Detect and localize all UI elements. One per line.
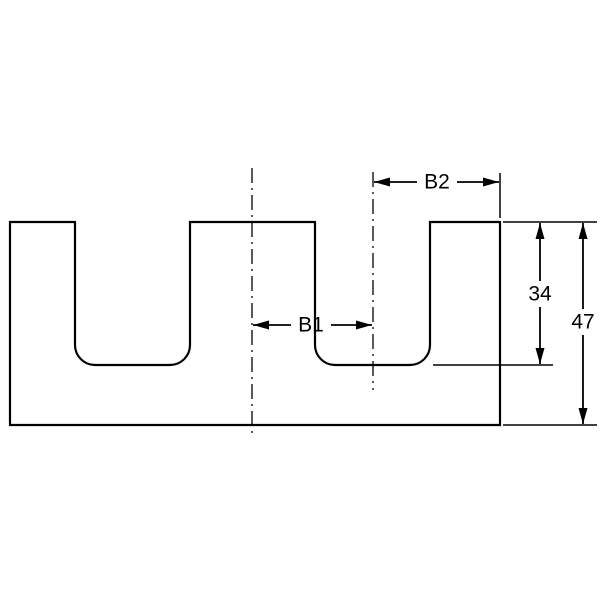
dimension-b2: B2 — [374, 171, 499, 194]
dim-34-arrow-up-icon — [535, 223, 545, 239]
part-outline-group — [8, 220, 502, 427]
dim-b1-arrow-left-icon — [253, 320, 269, 330]
dim-34-arrow-down-icon — [535, 348, 545, 364]
dimension-cutout-depth: 34 — [528, 223, 552, 364]
dim-b2-label: B2 — [424, 171, 450, 194]
dim-b2-arrow-left-icon — [374, 177, 390, 187]
part-outline — [8, 220, 502, 427]
dim-34-label: 34 — [528, 283, 552, 306]
centerlines-group — [251, 168, 374, 437]
dim-47-label: 47 — [571, 311, 594, 334]
extension-lines-group — [433, 173, 597, 426]
dim-b1-label: B1 — [298, 314, 324, 337]
dim-b1-arrow-right-icon — [356, 320, 372, 330]
dim-47-arrow-up-icon — [578, 223, 588, 239]
dim-47-arrow-down-icon — [578, 408, 588, 424]
dimension-total-height: 47 — [571, 223, 595, 424]
dim-b2-arrow-right-icon — [483, 177, 499, 187]
dimension-b1: B1 — [253, 314, 372, 337]
